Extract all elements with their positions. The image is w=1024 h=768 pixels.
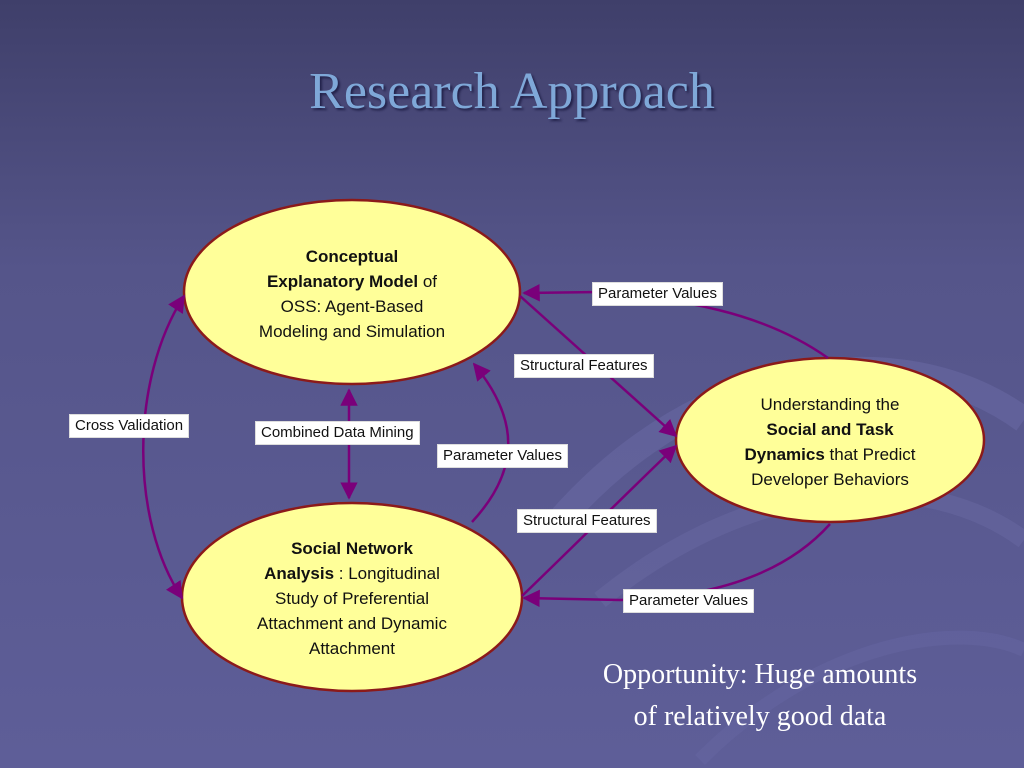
parameter-values-bottom-label: Parameter Values [623,589,754,613]
conceptual-model-ellipse [182,198,522,386]
conceptual-line4: Modeling and Simulation [258,322,446,341]
opportunity-line2: of relatively good data [633,701,887,732]
conceptual-model-text: Conceptual Explanatory Model of OSS: Age… [222,244,482,344]
social-network-line5: Attachment [309,639,395,658]
parameter-values-middle-label: Parameter Values [437,444,568,468]
understanding-ellipse [674,356,986,524]
conceptual-title: Conceptual [305,247,399,266]
understanding-text: Understanding the Social and Task Dynami… [700,392,960,492]
social-network-line4: Attachment and Dynamic [257,614,447,633]
page-title: Research Approach [309,63,715,120]
social-network-longitudinal: : Longitudinal [334,564,440,583]
opportunity-text: Opportunity: Huge amounts of relatively … [540,654,980,738]
combined-data-mining-label: Combined Data Mining [255,421,420,445]
understanding-social-task: Social and Task [766,420,894,439]
conceptual-of: of [418,272,438,291]
cross-validation-arrow [142,294,186,600]
social-network-analysis: Analysis [264,564,335,583]
conceptual-line3: OSS: Agent-Based [280,297,424,316]
social-network-text: Social Network Analysis : Longitudinal S… [222,536,482,661]
structural-features-bottom-label: Structural Features [517,509,657,533]
parameter-values-middle-arrow [471,362,510,523]
understanding-line4: Developer Behaviors [751,470,909,489]
parameter-values-top-label: Parameter Values [592,282,723,306]
social-network-line3: Study of Preferential [274,589,430,608]
conceptual-subtitle: Explanatory Model [266,272,419,291]
cross-validation-label: Cross Validation [69,414,190,438]
understanding-predict: that Predict [824,445,916,464]
opportunity-line1: Opportunity: Huge amounts [602,659,918,690]
understanding-dynamics: Dynamics [744,445,825,464]
understanding-line1: Understanding the [760,395,900,414]
social-network-title: Social Network [291,539,413,558]
structural-features-top-label: Structural Features [514,354,654,378]
